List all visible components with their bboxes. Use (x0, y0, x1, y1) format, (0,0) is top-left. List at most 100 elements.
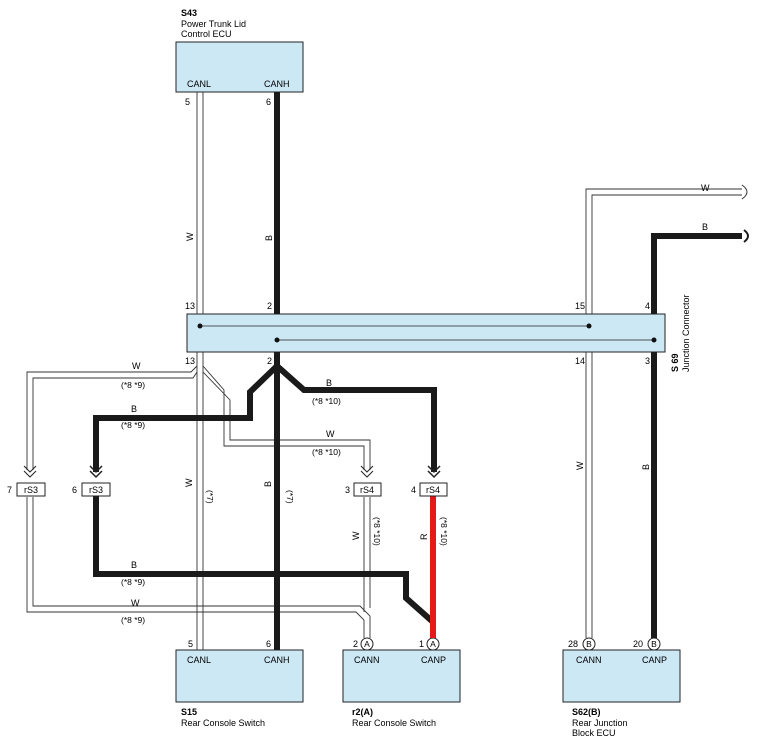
r2-box (342, 649, 461, 703)
connector-rs3-pin6: rS3 6 (72, 465, 111, 497)
connector-rs4-pin3: rS4 3 (345, 465, 382, 497)
junction-bottom-pin-14: 14 (575, 356, 585, 366)
s15-pin-5: 5 (188, 639, 193, 649)
wire-white-branch-rs4 (202, 365, 371, 470)
wire-label-black: B (263, 481, 273, 487)
connector-rs3-pin7: rS3 7 (7, 465, 46, 497)
component-s15: CANL CANH 5 6 S15 Rear Console Switch (175, 639, 304, 728)
s62-connector-b-label-2: B (651, 639, 657, 649)
s43-pin-6: 6 (266, 97, 271, 107)
connector-arrow-icon (427, 465, 441, 479)
wire-black-junction-4-out (651, 233, 742, 314)
s62-pin-28: 28 (568, 639, 578, 649)
connector-arrow-icon (89, 465, 103, 479)
junction-node (651, 337, 657, 343)
wire-white-rs3-to-r2 (26, 497, 371, 638)
connector-name: rS4 (360, 485, 374, 495)
junction-top-pin-2: 2 (267, 301, 272, 311)
r2-pin-1: 1 (419, 639, 424, 649)
s62-terminal-cann: CANN (576, 655, 602, 665)
connector-name: rS4 (426, 485, 440, 495)
junction-node (197, 323, 203, 329)
wire-label-black: B (131, 560, 137, 570)
note-7: (*7) (205, 490, 215, 504)
wire-white-rs4-to-r2 (363, 497, 371, 612)
wire-label-black: B (326, 378, 332, 388)
r2-terminal-canp: CANP (421, 655, 446, 665)
junction-top-pin-13: 13 (185, 301, 195, 311)
s15-terminal-canh: CANH (264, 655, 290, 665)
s43-terminal-canh: CANH (264, 79, 290, 89)
junction-bottom-pin-2: 2 (267, 356, 272, 366)
wire-white-s62-cann (585, 352, 593, 638)
s43-name-line2: Control ECU (181, 29, 232, 39)
wire-black-branch-rs4 (275, 363, 437, 472)
connector-pin: 3 (345, 485, 350, 495)
s43-code: S43 (181, 8, 197, 18)
connector-arrow-icon (360, 465, 374, 478)
connector-box (81, 482, 111, 497)
wire-white-junction-15-out (585, 188, 742, 314)
r2-name-line1: Rear Console Switch (352, 718, 436, 728)
connector-pin: 7 (7, 485, 12, 495)
note-89: (*8 *9) (121, 380, 145, 390)
r2-connector-a-marker (360, 637, 374, 651)
r2-terminal-cann: CANN (354, 655, 380, 665)
connector-box (353, 482, 382, 497)
wire-label-red: R (419, 533, 429, 540)
junction-code: S 69 (670, 353, 680, 372)
wire-white-s15-canl (196, 352, 204, 650)
s62-terminal-canp: CANP (642, 655, 667, 665)
black-wires (93, 92, 742, 650)
offpage-break-mark (743, 229, 749, 243)
s43-terminal-canl: CANL (187, 79, 211, 89)
s62-name-line2: Block ECU (572, 728, 616, 738)
note-810: (*8 *10) (312, 396, 341, 406)
note-7: (*7) (285, 490, 295, 504)
note-810: (*8 *10) (439, 517, 449, 546)
wire-white-branch-rs3 (26, 365, 198, 470)
junction-top-pin-15: 15 (575, 301, 585, 311)
note-89: (*8 *9) (121, 577, 145, 587)
connector-rs4-pin4: rS4 4 (411, 465, 448, 497)
s62-name-line1: Rear Junction (572, 718, 628, 728)
s43-name-line1: Power Trunk Lid (181, 19, 246, 29)
s43-box (175, 41, 304, 93)
junction-box (186, 313, 666, 353)
wire-label-white: W (132, 361, 141, 371)
wire-label-white: W (575, 461, 585, 470)
s62-code: S62(B) (572, 707, 601, 717)
component-s43: S43 Power Trunk Lid Control ECU CANL CAN… (175, 8, 304, 107)
wire-label-black: B (641, 464, 651, 470)
s15-name-line1: Rear Console Switch (181, 718, 265, 728)
junction-name: Junction Connector (681, 294, 691, 372)
component-s62: CANN CANP 28 20 B B S62(B) Rear Junction… (562, 637, 681, 738)
note-89: (*8 *9) (121, 615, 145, 625)
r2-connector-a-label-1: A (364, 639, 370, 649)
junction-connector-s69: 13 2 15 4 13 2 14 3 S 69 Junction Connec… (185, 294, 691, 372)
s15-pin-6: 6 (266, 639, 271, 649)
wire-label-black: B (131, 404, 137, 414)
connector-box (419, 482, 448, 497)
component-r2: CANN CANP 2 1 A A r2(A) Rear Console Swi… (342, 637, 461, 728)
junction-bottom-pin-3: 3 (645, 356, 650, 366)
wire-black-rs3-to-r2 (93, 496, 435, 625)
r2-pin-2: 2 (353, 639, 358, 649)
wire-white-s43-canl (196, 92, 204, 314)
r2-connector-a-label-2: A (430, 639, 436, 649)
wire-black-branch-rs3 (93, 363, 280, 472)
junction-top-pin-4: 4 (645, 301, 650, 311)
connector-pin: 4 (411, 485, 416, 495)
s62-connector-b-marker (582, 637, 596, 651)
wire-label-white: W (185, 232, 195, 241)
s15-terminal-canl: CANL (187, 655, 211, 665)
connector-pin: 6 (72, 485, 77, 495)
connector-name: rS3 (89, 485, 103, 495)
s62-box (562, 649, 681, 703)
junction-node (586, 323, 592, 329)
s62-pin-20: 20 (633, 639, 643, 649)
wire-label-black: B (264, 235, 274, 241)
r2-code: r2(A) (352, 707, 373, 717)
note-810: (*8 *10) (372, 517, 382, 546)
